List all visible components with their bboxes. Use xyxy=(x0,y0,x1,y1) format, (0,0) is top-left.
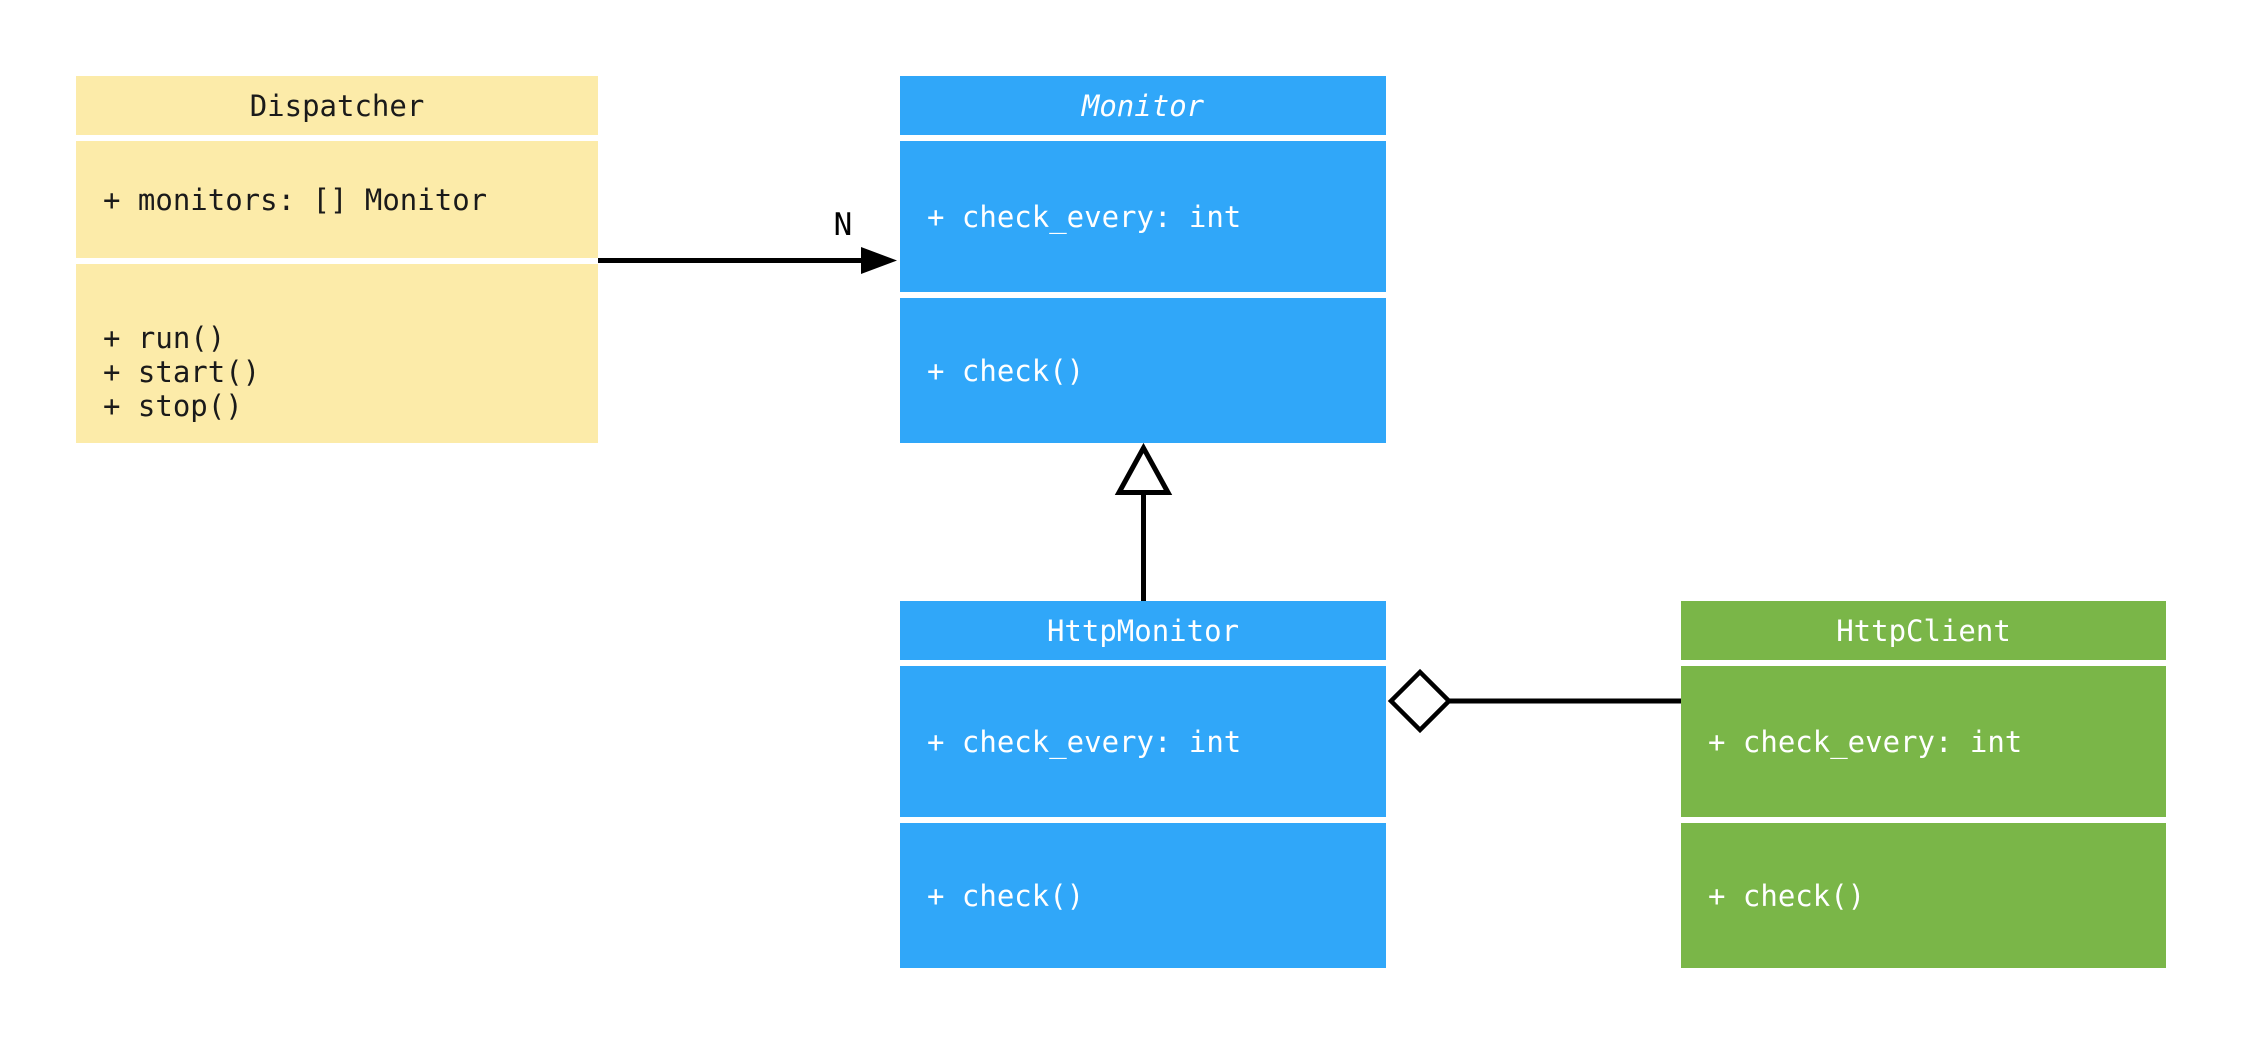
class-title-httpmonitor: HttpMonitor xyxy=(900,601,1386,660)
attributes-compartment: + check_every: int xyxy=(900,141,1386,292)
class-box-monitor: Monitor + check_every: int + check() xyxy=(900,76,1386,443)
class-method: + check() xyxy=(927,353,1085,388)
aggregation-diamond-icon xyxy=(1387,668,1453,734)
methods-compartment: + run() + start() + stop() xyxy=(76,264,598,443)
association-multiplicity-label: N xyxy=(833,207,853,243)
class-method: + check() xyxy=(1708,878,1866,913)
class-method: + run() xyxy=(103,320,226,355)
attributes-compartment: + check_every: int xyxy=(900,666,1386,817)
methods-compartment: + check() xyxy=(900,298,1386,443)
class-box-httpmonitor: HttpMonitor + check_every: int + check() xyxy=(900,601,1386,968)
attributes-compartment: + check_every: int xyxy=(1681,666,2166,817)
class-method: + start() xyxy=(103,354,261,389)
attributes-compartment: + monitors: [] Monitor xyxy=(76,141,598,258)
class-box-httpclient: HttpClient + check_every: int + check() xyxy=(1681,601,2166,968)
class-attribute: + check_every: int xyxy=(927,724,1242,759)
association-arrowhead-icon xyxy=(861,247,897,274)
class-attribute: + monitors: [] Monitor xyxy=(103,182,488,217)
class-method: + stop() xyxy=(103,388,243,423)
class-attribute: + check_every: int xyxy=(1708,724,2023,759)
methods-compartment: + check() xyxy=(1681,823,2166,968)
class-title-dispatcher: Dispatcher xyxy=(76,76,598,135)
class-attribute: + check_every: int xyxy=(927,199,1242,234)
methods-compartment: + check() xyxy=(900,823,1386,968)
class-method: + check() xyxy=(927,878,1085,913)
class-title-httpclient: HttpClient xyxy=(1681,601,2166,660)
class-title-monitor: Monitor xyxy=(900,76,1386,135)
class-box-dispatcher: Dispatcher + monitors: [] Monitor + run(… xyxy=(76,76,598,443)
generalization-triangle-icon xyxy=(1114,442,1173,495)
